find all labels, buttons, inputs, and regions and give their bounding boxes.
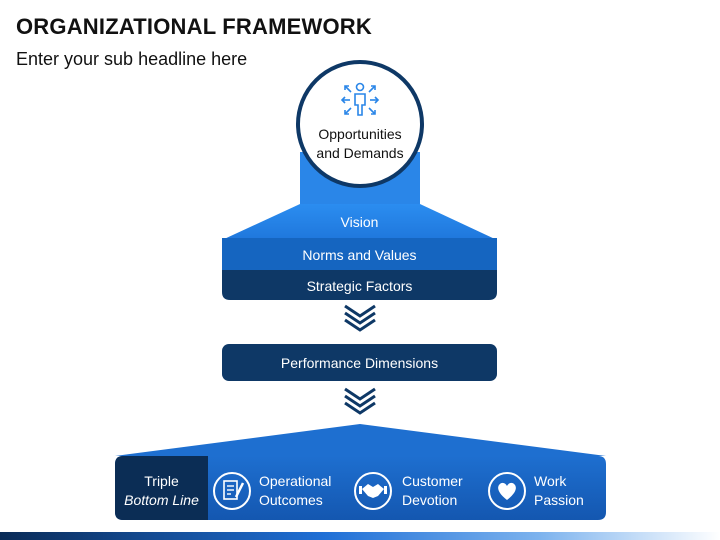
item-line1: Work bbox=[534, 473, 567, 489]
strategic-band bbox=[222, 270, 497, 300]
vision-label: Vision bbox=[340, 214, 379, 230]
item-operational-outcomes: Operational Outcomes bbox=[259, 472, 331, 510]
item-customer-devotion: Customer Devotion bbox=[402, 472, 463, 510]
norms-label: Norms and Values bbox=[302, 247, 417, 263]
page-title: ORGANIZATIONAL FRAMEWORK bbox=[16, 14, 372, 39]
triple-bottom-line-label: Triple Bottom Line bbox=[115, 472, 208, 510]
chevron-down-group-1 bbox=[344, 304, 376, 332]
footer-gradient-bar bbox=[0, 532, 720, 540]
chevron-down-group-2 bbox=[344, 387, 376, 415]
vision-trapezoid bbox=[222, 204, 497, 240]
triple-label-line1: Triple bbox=[144, 473, 179, 489]
item-line2: Passion bbox=[534, 492, 584, 508]
person-with-arrows-icon bbox=[340, 82, 380, 116]
norms-band bbox=[222, 238, 497, 272]
item-work-passion: Work Passion bbox=[534, 472, 584, 510]
circle-label-line2: and Demands bbox=[316, 145, 404, 161]
base-triangle bbox=[115, 424, 606, 456]
performance-label: Performance Dimensions bbox=[280, 354, 439, 371]
opportunities-circle bbox=[296, 60, 424, 188]
item-line2: Outcomes bbox=[259, 492, 323, 508]
strategic-label: Strategic Factors bbox=[306, 278, 413, 294]
circle-label: Opportunities and Demands bbox=[300, 125, 420, 163]
triple-bottom-line-box bbox=[115, 456, 208, 520]
triple-label-line2: Bottom Line bbox=[124, 492, 199, 508]
item-line1: Operational bbox=[259, 473, 332, 489]
item-line2: Devotion bbox=[402, 492, 458, 508]
item-line1: Customer bbox=[402, 473, 463, 489]
page-subtitle: Enter your sub headline here bbox=[16, 49, 248, 69]
handshake-icon bbox=[354, 472, 392, 510]
performance-box bbox=[222, 344, 497, 381]
heart-icon bbox=[488, 472, 526, 510]
document-pen-icon bbox=[213, 472, 251, 510]
circle-label-line1: Opportunities bbox=[318, 126, 402, 142]
